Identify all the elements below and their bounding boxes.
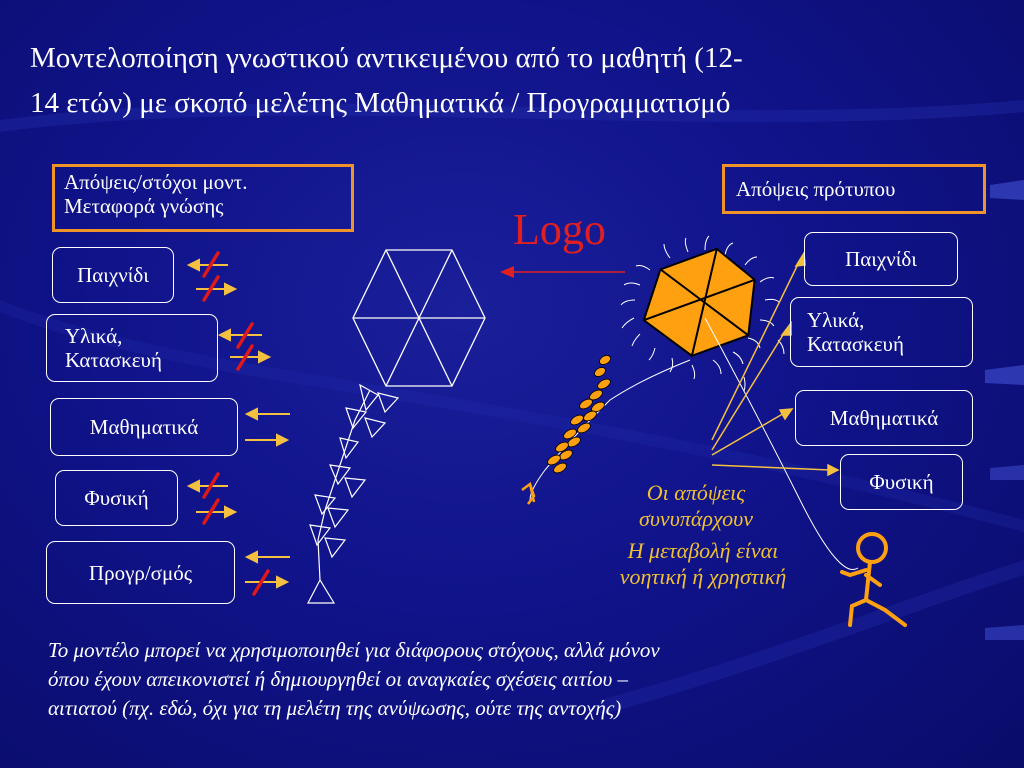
left-item-physics-label: Φυσική bbox=[84, 486, 149, 510]
left-item-programming: Προγρ/σμός bbox=[46, 541, 235, 604]
right-item-physics-label: Φυσική bbox=[869, 470, 934, 494]
right-item-game-label: Παιχνίδι bbox=[845, 247, 917, 271]
right-item-maths: Μαθηματικά bbox=[795, 390, 973, 446]
change-note: Η μεταβολή είναι νοητική ή χρηστική bbox=[578, 538, 828, 590]
footer-line-2: όπου έχουν απεικονιστεί ή δημιουργηθεί ο… bbox=[48, 667, 629, 691]
right-item-physics: Φυσική bbox=[840, 454, 963, 510]
page-title: Μοντελοποίηση γνωστικού αντικειμένου από… bbox=[30, 36, 1015, 126]
hexagon-kite-drawing bbox=[352, 249, 486, 387]
left-item-materials-line-2: Κατασκευή bbox=[65, 348, 162, 372]
right-item-maths-label: Μαθηματικά bbox=[829, 406, 939, 430]
left-header-line-2: Μεταφορά γνώσης bbox=[64, 194, 224, 218]
right-item-materials-line-2: Κατασκευή bbox=[807, 332, 904, 356]
change-note-line-2: νοητική ή χρηστική bbox=[619, 564, 787, 589]
stick-figure-drawing bbox=[840, 532, 907, 627]
footer-note: Το μοντέλο μπορεί να χρησιμοποιηθεί για … bbox=[48, 636, 978, 723]
footer-line-3: αιτιατού (πχ. εδώ, όχι για τη μελέτη της… bbox=[48, 696, 622, 720]
left-item-programming-label: Προγρ/σμός bbox=[88, 560, 193, 585]
logo-label: Logo bbox=[513, 205, 606, 254]
left-item-maths-label: Μαθηματικά bbox=[89, 415, 199, 439]
title-line-2: 14 ετών) με σκοπό μελέτης Μαθηματικά / Π… bbox=[30, 87, 731, 119]
change-note-line-1: Η μεταβολή είναι bbox=[627, 538, 779, 563]
views-coexist-line-2: συνυπάρχουν bbox=[638, 506, 754, 531]
right-item-materials: Υλικά, Κατασκευή bbox=[790, 297, 973, 367]
footer-line-1: Το μοντέλο μπορεί να χρησιμοποιηθεί για … bbox=[48, 638, 660, 662]
orange-kite-drawing bbox=[521, 235, 859, 570]
right-header-label: Απόψεις πρότυπου bbox=[736, 177, 896, 201]
left-item-maths: Μαθηματικά bbox=[50, 398, 238, 456]
kite-tail-drawing bbox=[307, 383, 400, 604]
right-item-materials-line-1: Υλικά, bbox=[807, 308, 865, 332]
left-header-line-1: Απόψεις/στόχοι μοντ. bbox=[64, 170, 248, 194]
views-coexist-line-1: Οι απόψεις bbox=[646, 480, 746, 505]
left-item-game-label: Παιχνίδι bbox=[77, 263, 149, 287]
right-item-game: Παιχνίδι bbox=[804, 232, 958, 286]
left-header-box: Απόψεις/στόχοι μοντ. Μεταφορά γνώσης bbox=[52, 164, 354, 232]
views-coexist-note: Οι απόψεις συνυπάρχουν bbox=[596, 480, 796, 532]
left-item-physics: Φυσική bbox=[55, 470, 178, 526]
blocked-crosses bbox=[202, 251, 270, 596]
title-line-1: Μοντελοποίηση γνωστικού αντικειμένου από… bbox=[30, 42, 743, 74]
left-item-game: Παιχνίδι bbox=[52, 247, 174, 303]
left-item-materials: Υλικά, Κατασκευή bbox=[46, 314, 218, 382]
logo-arrow bbox=[500, 266, 625, 278]
left-item-materials-line-1: Υλικά, bbox=[65, 324, 123, 348]
right-header-box: Απόψεις πρότυπου bbox=[722, 164, 986, 214]
view-arrows bbox=[711, 250, 840, 477]
